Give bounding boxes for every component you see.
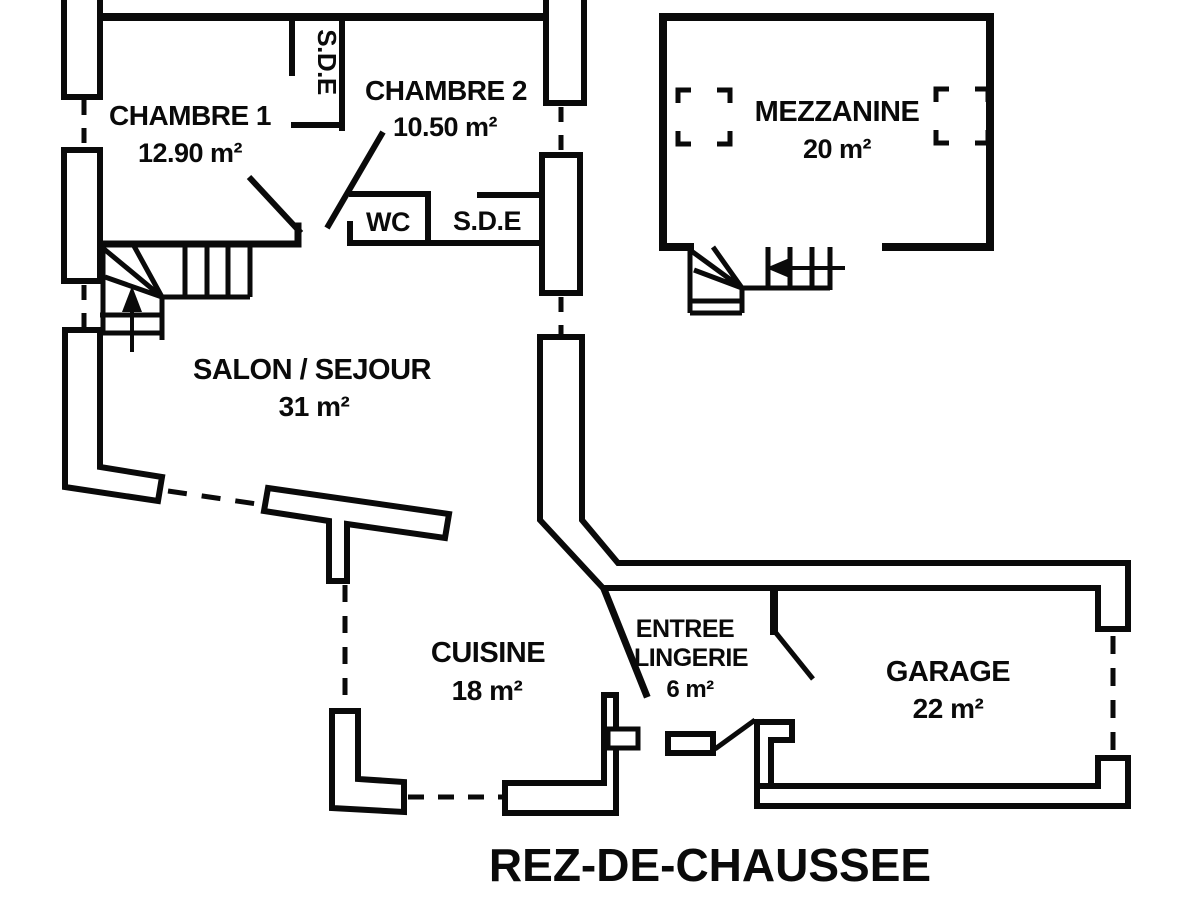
page-title: REZ-DE-CHAUSSEE	[489, 839, 931, 891]
entry-diagonal-wall	[599, 584, 651, 699]
skylight-bracket-right	[933, 86, 991, 146]
lingerie-label: LINGERIE	[634, 644, 748, 672]
window-symbol-right-1	[543, 0, 587, 106]
chambre1-area: 12.90 m²	[138, 138, 243, 168]
staircase-mezzanine	[687, 245, 845, 316]
partition-wc-sde	[347, 191, 545, 246]
door-leaf-entry	[713, 717, 757, 752]
staircase-salon	[100, 244, 253, 352]
wall-bands	[61, 0, 1131, 816]
wc-label: WC	[366, 207, 410, 237]
entree-label: ENTREE	[636, 615, 734, 643]
door-leaf-garage	[774, 631, 815, 681]
window-symbol-left-1	[61, 0, 103, 100]
cuisine-label: CUISINE	[431, 637, 545, 669]
doors	[246, 130, 815, 752]
wall-entry-bar	[502, 692, 619, 816]
up-arrow-icon	[122, 286, 142, 312]
entry-step	[605, 726, 641, 751]
skylights	[675, 86, 991, 147]
salon-area: 31 m²	[279, 391, 350, 422]
cuisine-area: 18 m²	[452, 675, 523, 706]
entree-area: 6 m²	[666, 676, 714, 703]
entry-threshold	[665, 731, 716, 756]
dashed-openings	[81, 100, 1116, 800]
chambre1-label: CHAMBRE 1	[109, 100, 271, 131]
sde-lower-label: S.D.E	[453, 206, 521, 236]
garage-label: GARAGE	[886, 656, 1010, 688]
window-symbol-right-2	[539, 152, 583, 296]
skylight-bracket-left	[675, 87, 733, 147]
room-labels: CHAMBRE 1 12.90 m² S.D.E CHAMBRE 2 10.50…	[109, 29, 1011, 724]
door-leaf-chambre1	[246, 174, 304, 236]
salon-label: SALON / SEJOUR	[193, 354, 431, 386]
mezzanine-outline	[659, 13, 994, 251]
door-leaf-chambre2	[324, 130, 386, 230]
chambre2-area: 10.50 m²	[393, 112, 498, 142]
sde-upper-label: S.D.E	[312, 29, 342, 95]
partition-sde-upper	[289, 14, 345, 131]
mezzanine-label: MEZZANINE	[755, 96, 920, 128]
wall-bottom-left-l	[329, 708, 407, 816]
window-symbol-left-2	[61, 147, 103, 284]
wall-band-right	[537, 334, 1131, 632]
garage-area: 22 m²	[913, 693, 984, 724]
walls	[94, 13, 994, 699]
garage-bottom-wall	[754, 755, 1131, 809]
left-arrow-icon	[766, 257, 792, 279]
mezzanine-area: 20 m²	[803, 134, 872, 164]
opening-dashed-salon	[167, 488, 265, 508]
wall-band-left	[62, 327, 166, 505]
wall-t-pier	[260, 484, 453, 584]
chambre2-label: CHAMBRE 2	[365, 75, 527, 106]
